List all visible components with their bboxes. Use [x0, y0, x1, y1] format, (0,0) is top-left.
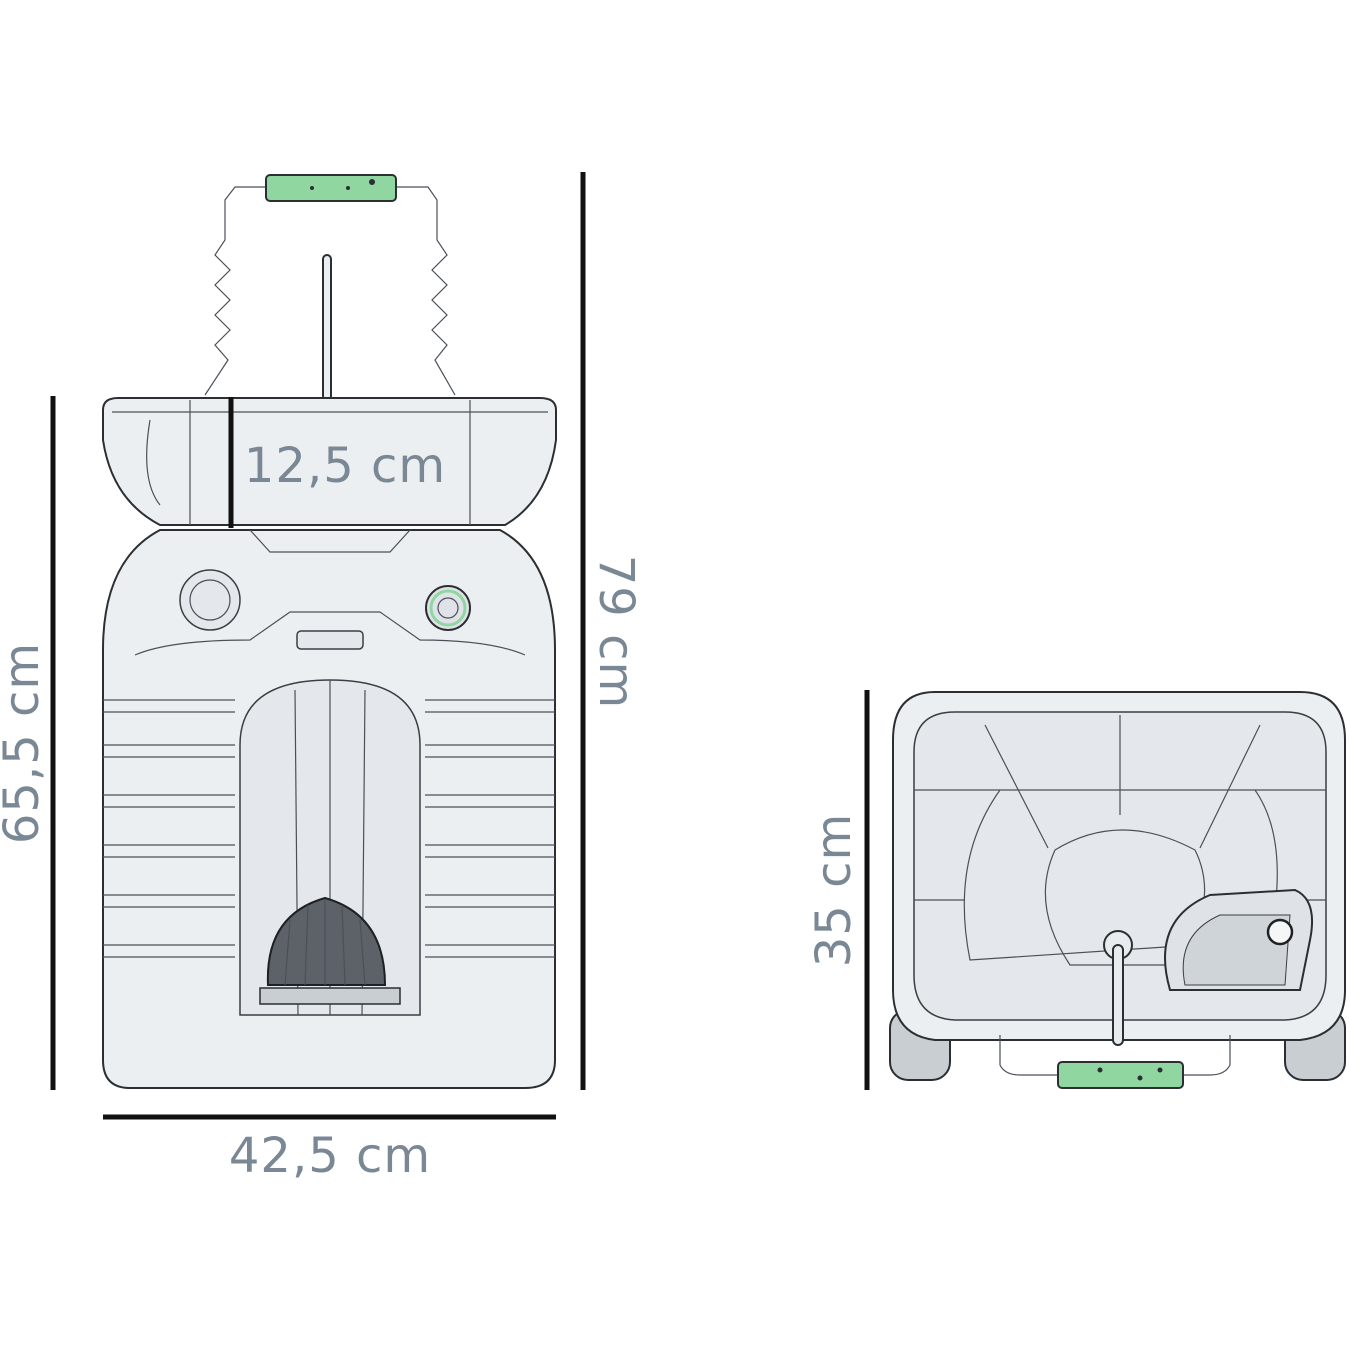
handle-grip-front: [265, 174, 397, 202]
fill-cap-icon: [179, 569, 241, 631]
front-view: 12,5 cm: [0, 172, 644, 1184]
faucet-rod: [322, 254, 332, 401]
width-label: 42,5 cm: [229, 1128, 431, 1184]
total-height-label: 79 cm: [588, 555, 644, 709]
basin-depth-label: 12,5 cm: [244, 438, 446, 494]
carry-handle-front: [204, 174, 456, 396]
wash-basin-front: [102, 397, 557, 526]
handle-grip-top: [1057, 1061, 1184, 1089]
faucet-top-icon: [1103, 930, 1133, 1046]
water-tank-front: [102, 529, 556, 1089]
carry-handle-top: [999, 1035, 1231, 1089]
top-depth-label: 35 cm: [806, 813, 862, 967]
label-slot: [296, 630, 364, 650]
soap-dish-icon: [1164, 888, 1314, 991]
top-view: 35 cm: [806, 690, 1346, 1090]
foot-pump-icon: [259, 896, 401, 1005]
tank-height-label: 65,5 cm: [0, 642, 50, 844]
tank-ribs: [103, 699, 555, 958]
pump-button-icon: [425, 585, 471, 631]
